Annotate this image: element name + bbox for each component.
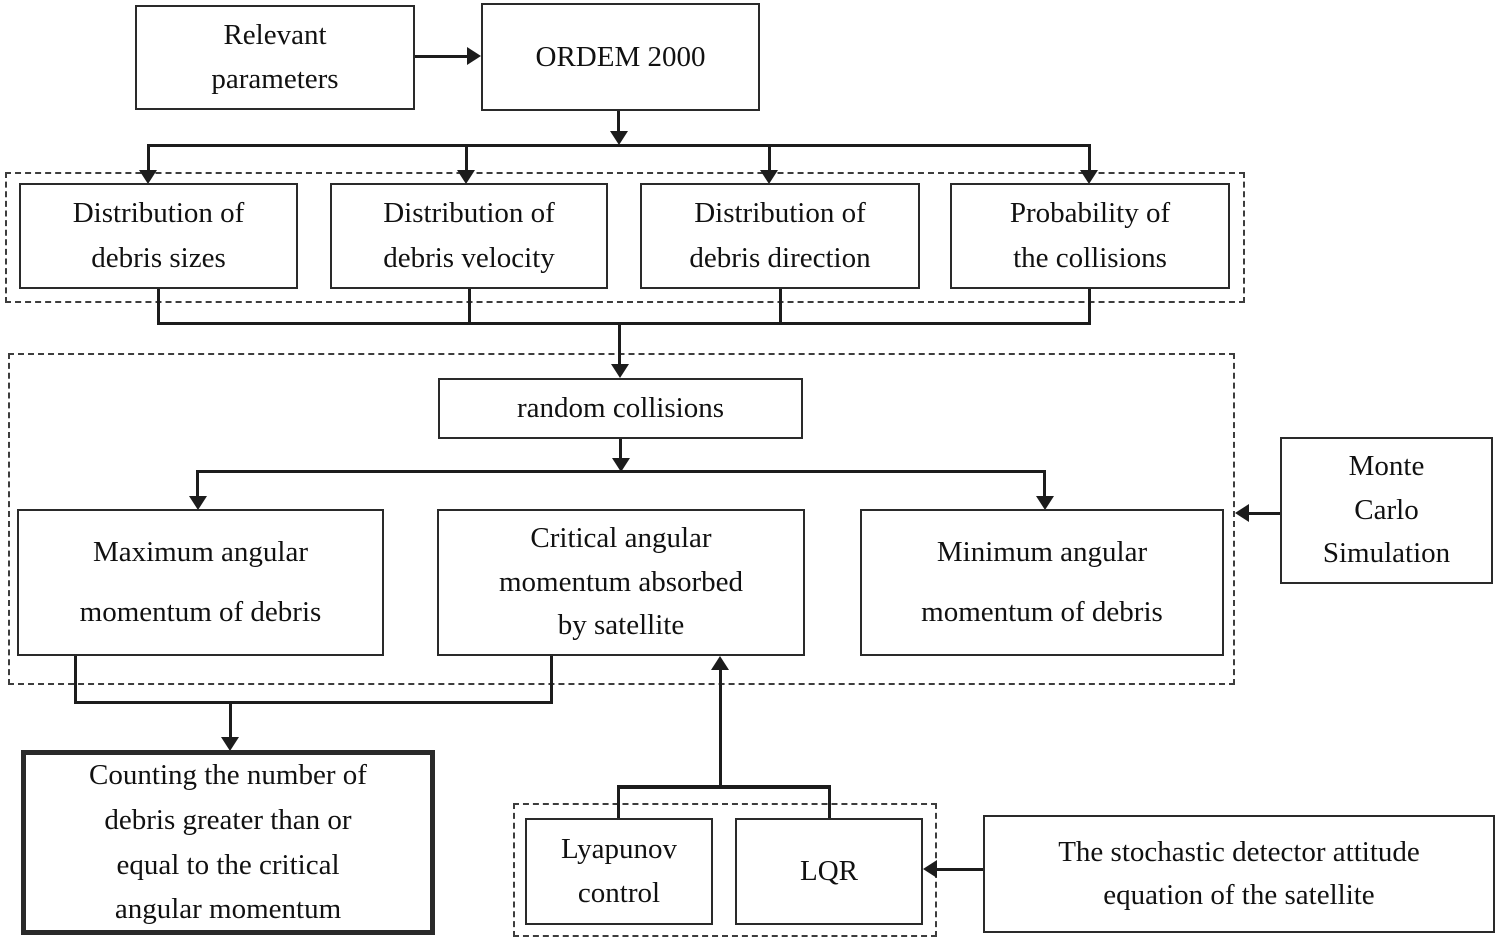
connector-controllers-bar <box>617 785 831 789</box>
connector-merge-rail <box>157 322 1091 325</box>
connector-lqr-drop <box>828 789 831 818</box>
node-counting-debris: Counting the number of debris greater th… <box>21 750 435 935</box>
node-stochastic-attitude-equation: The stochastic detector attitude equatio… <box>983 815 1495 933</box>
connector-drop-min <box>1043 473 1046 496</box>
connector-drop-sizes <box>147 147 150 171</box>
connector-riser-direction <box>779 289 782 323</box>
node-ordem-2000: ORDEM 2000 <box>481 3 760 111</box>
connector-drop-probability <box>1088 147 1091 171</box>
arrowhead-down-icon <box>610 131 628 145</box>
node-random-collisions: random collisions <box>438 378 803 439</box>
connector-montecarlo <box>1249 512 1280 515</box>
arrowhead-down-icon <box>611 364 629 378</box>
connector-stochastic-to-lqr <box>937 868 983 871</box>
connector-drop-max <box>196 473 199 496</box>
monte-carlo-simulation-group <box>8 353 1235 685</box>
connector-drop-direction <box>768 147 771 171</box>
connector-counting-drop <box>229 704 232 737</box>
node-probability-collisions: Probability of the collisions <box>950 183 1230 289</box>
arrowhead-right-icon <box>467 47 481 65</box>
node-maximum-angular-momentum: Maximum angular momentum of debris <box>17 509 384 656</box>
arrowhead-down-icon <box>139 170 157 184</box>
ordem-outputs-group <box>5 172 1245 303</box>
connector-random-drop <box>619 439 622 458</box>
connector-controllers-up <box>719 669 722 787</box>
connector-distribution-rail <box>147 144 1091 147</box>
connector-relevant-to-ordem <box>415 55 468 58</box>
node-distribution-debris-velocity: Distribution of debris velocity <box>330 183 608 289</box>
connector-riser-velocity <box>468 289 471 323</box>
node-relevant-parameters: Relevant parameters <box>135 5 415 110</box>
arrowhead-left-icon <box>923 860 937 878</box>
arrowhead-down-icon <box>221 737 239 751</box>
connector-merge-to-random <box>618 325 621 364</box>
arrowhead-down-icon <box>612 458 630 472</box>
connector-split-rail <box>196 470 1046 473</box>
connector-riser-sizes <box>157 289 160 323</box>
connector-counting-rail <box>74 701 553 704</box>
connector-critical-down <box>550 654 553 704</box>
connector-ordem-drop <box>617 111 620 132</box>
node-lyapunov-control: Lyapunov control <box>525 818 713 925</box>
arrowhead-down-icon <box>1036 496 1054 510</box>
arrowhead-down-icon <box>760 170 778 184</box>
arrowhead-down-icon <box>189 496 207 510</box>
node-critical-angular-momentum: Critical angular momentum absorbed by sa… <box>437 509 805 656</box>
node-distribution-debris-sizes: Distribution of debris sizes <box>19 183 298 289</box>
connector-lyapunov-drop <box>617 789 620 818</box>
arrowhead-up-icon <box>711 656 729 670</box>
node-monte-carlo-simulation: Monte Carlo Simulation <box>1280 437 1493 584</box>
connector-riser-probability <box>1088 289 1091 323</box>
connector-max-down <box>74 654 77 704</box>
connector-drop-velocity <box>465 147 468 171</box>
node-distribution-debris-direction: Distribution of debris direction <box>640 183 920 289</box>
arrowhead-down-icon <box>1080 170 1098 184</box>
arrowhead-down-icon <box>457 170 475 184</box>
node-lqr: LQR <box>735 818 923 925</box>
node-minimum-angular-momentum: Minimum angular momentum of debris <box>860 509 1224 656</box>
arrowhead-left-icon <box>1235 504 1249 522</box>
